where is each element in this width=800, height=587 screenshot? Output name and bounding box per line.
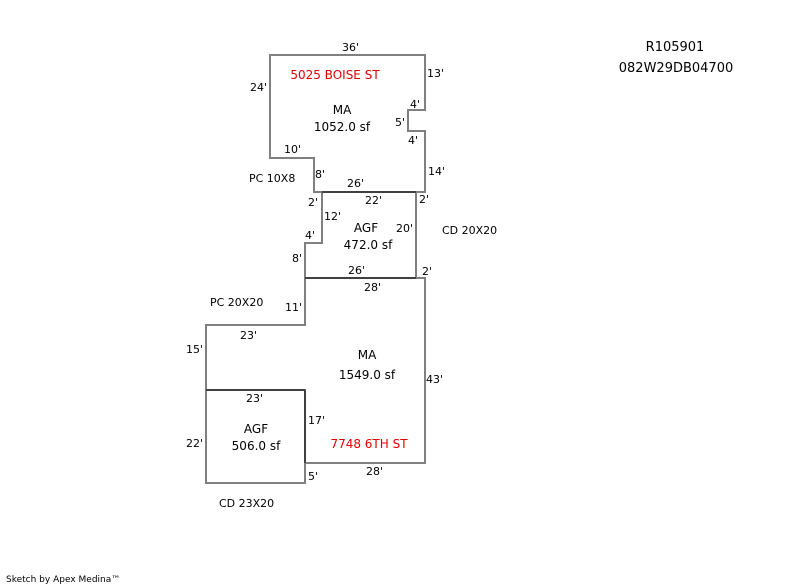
dim-label: 43' (426, 373, 443, 386)
area-ma-upper-code: MA (333, 103, 352, 117)
area-agf-lower-code: AGF (244, 422, 268, 436)
dim-label: 11' (285, 301, 302, 314)
dim-label: 2' (308, 196, 318, 209)
dim-label: 17' (308, 414, 325, 427)
dim-label: 8' (292, 252, 302, 265)
dim-label: 36' (342, 41, 359, 54)
parcel-id: R105901 (646, 40, 705, 55)
ma-upper-outline (269, 54, 426, 193)
dim-label: 26' (347, 177, 364, 190)
annotation-pc-bottom: PC 20X20 (210, 296, 263, 309)
dim-label: 5' (308, 470, 318, 483)
sketch-credit: Sketch by Apex Medina™ (6, 575, 120, 585)
dim-label: 24' (250, 81, 267, 94)
annotation-pc-top: PC 10X8 (249, 172, 295, 185)
dim-label: 13' (427, 67, 444, 80)
dim-label: 12' (324, 210, 341, 223)
dim-label: 22' (186, 437, 203, 450)
dim-label: 5' (395, 116, 405, 129)
annotation-cd-middle: CD 20X20 (442, 224, 497, 237)
dim-label: 2' (419, 193, 429, 206)
address-top: 5025 BOISE ST (290, 68, 380, 82)
area-agf-middle-code: AGF (354, 221, 378, 235)
area-ma-upper-size: 1052.0 sf (314, 120, 371, 134)
area-agf-lower-size: 506.0 sf (232, 439, 281, 453)
dim-label: 23' (240, 329, 257, 342)
area-ma-lower-code: MA (358, 348, 377, 362)
dim-label: 15' (186, 343, 203, 356)
dim-label: 23' (246, 392, 263, 405)
dim-label: 8' (315, 168, 325, 181)
dim-label: 4' (408, 134, 418, 147)
address-bottom: 7748 6TH ST (330, 437, 408, 451)
map-number: 082W29DB04700 (619, 61, 734, 76)
area-ma-lower-size: 1549.0 sf (339, 368, 396, 382)
dim-label: 4' (305, 229, 315, 242)
dim-label: 2' (422, 265, 432, 278)
dim-label: 14' (428, 165, 445, 178)
dim-label: 26' (348, 264, 365, 277)
dim-label: 22' (365, 194, 382, 207)
dim-label: 4' (410, 98, 420, 111)
dim-label: 20' (396, 222, 413, 235)
dim-label: 28' (364, 281, 381, 294)
dim-label: 10' (284, 143, 301, 156)
annotation-cd-bottom: CD 23X20 (219, 497, 274, 510)
dim-label: 28' (366, 465, 383, 478)
area-agf-middle-size: 472.0 sf (344, 238, 393, 252)
